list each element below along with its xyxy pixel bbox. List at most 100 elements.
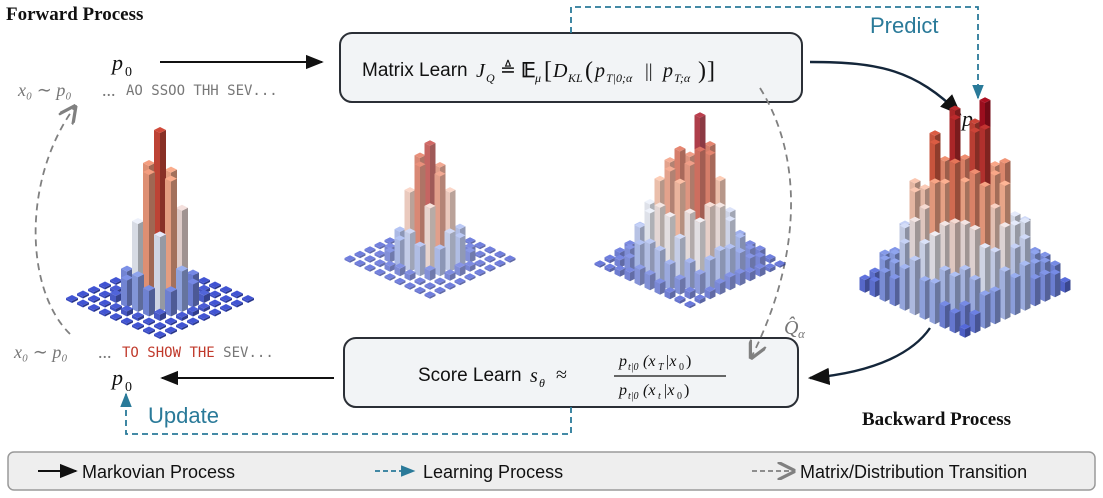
histogram-bar [231, 299, 243, 308]
svg-text:...: ... [98, 342, 112, 362]
svg-text:Learning Process: Learning Process [423, 462, 563, 482]
histogram-bar [624, 267, 636, 282]
histogram-bar [464, 247, 476, 263]
svg-text:p: p [618, 382, 627, 399]
histogram-bar [744, 267, 756, 282]
histogram-bar [143, 326, 155, 335]
svg-text:p: p [661, 60, 673, 82]
histogram-bar [1039, 269, 1051, 302]
histogram-bar [99, 281, 111, 290]
histogram-bar [394, 277, 406, 286]
svg-text:(: ( [585, 58, 593, 84]
histogram-bar [374, 259, 386, 268]
top-sample-string: x₀ ∼ p₀ ... AO SSOO THH SEV... [17, 80, 278, 100]
legend-transition: Matrix/Distribution Transition [752, 462, 1027, 482]
histogram-bar [434, 277, 446, 286]
histogram-bar [99, 290, 111, 299]
histogram-bar [879, 267, 891, 302]
histogram-bar [474, 259, 486, 268]
histogram-bar [434, 171, 446, 268]
histogram-bar [959, 300, 971, 329]
histogram-bar [674, 274, 686, 295]
histogram-bar [859, 274, 871, 293]
p0-bottom-label: p 0 [110, 365, 132, 395]
forward-process-title: Forward Process [6, 4, 143, 25]
histogram-bar [374, 268, 386, 277]
histogram-bar [132, 322, 144, 330]
svg-text:≈: ≈ [556, 364, 567, 386]
svg-text:KL: KL [567, 71, 583, 85]
histogram-bar [154, 331, 166, 339]
from-pT-arrow [807, 327, 931, 385]
sample-word-0: TO [122, 345, 139, 361]
svg-text:D: D [552, 60, 568, 82]
histogram-bar [220, 304, 232, 312]
sample-word-5: SEV... [215, 345, 274, 361]
svg-text:0: 0 [677, 391, 682, 402]
histogram-intermediate-1 [344, 140, 516, 299]
svg-text:x₀ ∼ p₀: x₀ ∼ p₀ [13, 342, 68, 362]
histogram-bar [364, 264, 376, 272]
histogram-bar [384, 237, 396, 245]
svg-text:s: s [530, 365, 538, 387]
histogram-bar [198, 277, 210, 285]
histogram-bar [664, 259, 676, 291]
matrix-to-score-transition [752, 87, 792, 356]
histogram-bar [154, 231, 166, 312]
histogram-bar [474, 268, 486, 277]
histogram-bar [88, 286, 100, 294]
histogram-bar [404, 269, 416, 281]
svg-text:T;α: T;α [674, 71, 691, 85]
p0-top-label: p 0 [110, 50, 132, 80]
histogram-bar [354, 259, 366, 268]
histogram-bar [364, 246, 376, 254]
histogram-bar [684, 286, 696, 300]
histogram-bar [654, 278, 666, 295]
histogram-bar [209, 299, 221, 308]
histogram-bar [132, 271, 144, 312]
score-learn-formula: s θ ≈ p t|0 (x T |x 0 ) p t|0 (x t |x 0 … [530, 353, 726, 402]
histogram-bar [121, 317, 133, 326]
histogram-bar [614, 254, 626, 268]
histogram-p0 [66, 127, 254, 339]
histogram-bar [999, 266, 1011, 320]
backward-process-title: Backward Process [862, 409, 1011, 430]
svg-text:t: t [658, 391, 661, 402]
histogram-bar [384, 260, 396, 272]
histogram-bar [724, 243, 736, 282]
histogram-bar [187, 317, 199, 326]
histogram-bar [143, 168, 155, 308]
q-alpha-label: Q̂ α [784, 316, 806, 341]
histogram-bar [110, 302, 122, 312]
histogram-bar [484, 264, 496, 272]
histogram-bar [929, 278, 941, 325]
histogram-bar [344, 255, 356, 263]
histogram-bar [474, 241, 486, 250]
svg-text:Score Learn: Score Learn [418, 365, 522, 386]
svg-text:Matrix/Distribution Transition: Matrix/Distribution Transition [800, 462, 1027, 482]
histogram-bar [187, 306, 199, 317]
svg-text:Markovian Process: Markovian Process [82, 462, 235, 482]
legend-learning: Learning Process [375, 462, 563, 482]
histogram-bar [484, 255, 496, 263]
svg-text:J: J [476, 60, 486, 82]
histogram-bar [374, 250, 386, 259]
svg-text:Matrix Learn: Matrix Learn [362, 60, 468, 81]
histogram-bar [594, 260, 606, 268]
histogram-bar [869, 276, 881, 298]
histogram-bar [143, 317, 155, 326]
svg-text:≜: ≜ [500, 59, 516, 81]
histogram-bar [434, 286, 446, 295]
svg-text:Q̂: Q̂ [784, 316, 799, 339]
histogram-bar [959, 323, 971, 338]
histogram-bar [1049, 269, 1061, 298]
histogram-bar [444, 269, 456, 281]
histogram-bar [176, 322, 188, 330]
svg-text:(x: (x [643, 382, 655, 399]
histogram-bar [198, 302, 210, 312]
histogram-bar [110, 277, 122, 285]
histogram-bar [694, 269, 706, 295]
svg-text:0: 0 [679, 362, 684, 373]
histogram-bar [1059, 277, 1071, 293]
